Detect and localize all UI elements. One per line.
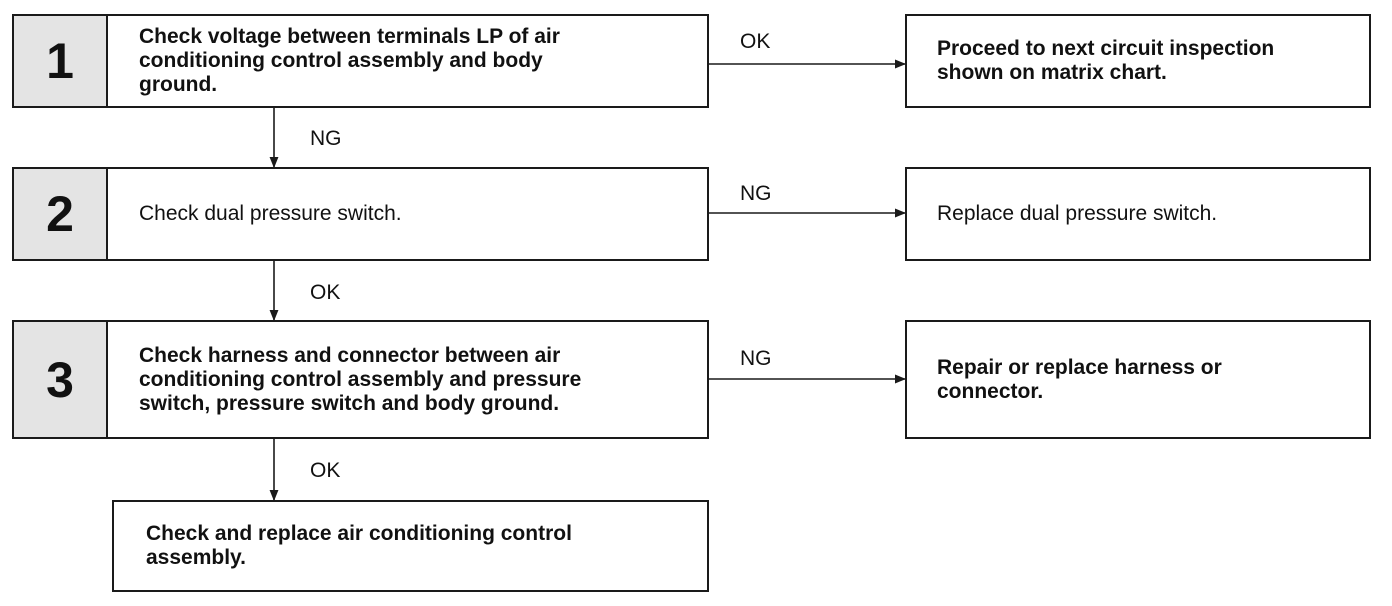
step-2-ok-label: OK	[310, 281, 341, 304]
outcome-1-text: Proceed to next circuit inspection shown…	[937, 37, 1275, 84]
step-2-ng-label: NG	[740, 182, 772, 205]
step-3-ng-label: NG	[740, 347, 772, 370]
step-1-ng-label: NG	[310, 127, 342, 150]
step-2-text: Check dual pressure switch.	[139, 202, 402, 225]
step-1-text: Check voltage between terminals LP of ai…	[139, 25, 560, 96]
step-3-number: 3	[14, 322, 108, 437]
final-step-text: Check and replace air conditioning contr…	[146, 522, 572, 569]
step-2-number: 2	[14, 169, 108, 259]
step-1-number: 1	[14, 16, 108, 106]
outcome-3-text: Repair or replace harness or connector.	[937, 355, 1222, 403]
step-3-text: Check harness and connector between air …	[139, 343, 582, 415]
outcome-1-box: Proceed to next circuit inspection shown…	[905, 14, 1371, 108]
step-3-box: 3 Check harness and connector between ai…	[12, 320, 709, 439]
outcome-2-text: Replace dual pressure switch.	[937, 202, 1218, 225]
outcome-2-box: Replace dual pressure switch.	[905, 167, 1371, 261]
final-step-box: Check and replace air conditioning contr…	[112, 500, 709, 592]
outcome-3-box: Repair or replace harness or connector.	[905, 320, 1371, 439]
step-3-ok-label: OK	[310, 459, 341, 482]
step-2-box: 2 Check dual pressure switch.	[12, 167, 709, 261]
step-1-ok-label: OK	[740, 30, 771, 53]
step-1-box: 1 Check voltage between terminals LP of …	[12, 14, 709, 108]
